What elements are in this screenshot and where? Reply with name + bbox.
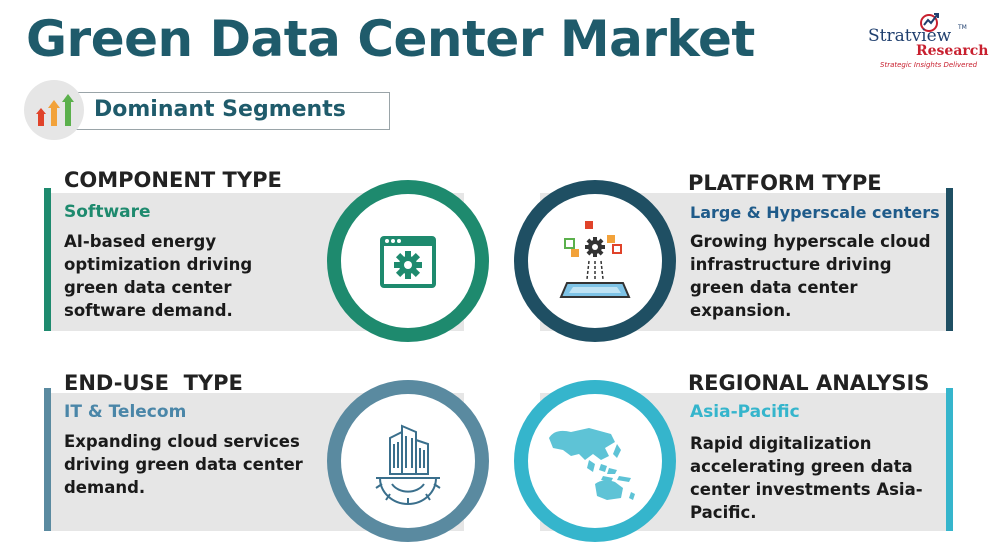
software-gear-window-icon: [380, 236, 436, 288]
buildings-gear-icon: [375, 424, 441, 505]
platform-heading: PLATFORM TYPE: [688, 171, 882, 195]
platform-icon-ring: [514, 180, 676, 342]
regional-description: Rapid digitalization accelerating green …: [690, 434, 923, 522]
regional-segment: Asia-Pacific: [690, 402, 800, 422]
component-accent-bar: [44, 188, 51, 331]
regional-accent-bar: [946, 388, 953, 531]
hyperscale-platform-icon: [559, 221, 631, 298]
regional-icon-ring: [514, 380, 676, 542]
regional-heading: REGIONAL ANALYSIS: [688, 371, 930, 395]
logo-line2: Research: [916, 43, 989, 59]
enduse-description: Expanding cloud services driving green d…: [64, 432, 303, 497]
growth-bars-icon: [36, 94, 74, 126]
component-segment: Software: [64, 202, 151, 222]
enduse-segment: IT & Telecom: [64, 402, 187, 422]
component-description: AI-based energy optimization driving gre…: [64, 232, 253, 320]
page-title: Green Data Center Market: [26, 10, 755, 68]
segments-badge-frame: [72, 92, 390, 130]
logo-trademark: TM: [958, 24, 967, 31]
platform-description: Growing hyperscale cloud infrastructure …: [690, 232, 931, 320]
component-heading: COMPONENT TYPE: [64, 168, 282, 192]
component-icon-ring: [327, 180, 489, 342]
platform-accent-bar: [946, 188, 953, 331]
enduse-accent-bar: [44, 388, 51, 531]
enduse-heading: END-USE TYPE: [64, 371, 243, 395]
logo-tagline: Strategic Insights Delivered: [880, 61, 978, 69]
segments-badge-label: Dominant Segments: [94, 97, 346, 122]
logo-globe-icon: [920, 13, 939, 32]
asia-pacific-map-icon: [549, 428, 635, 500]
logo-line1: Stratview: [868, 26, 952, 46]
platform-segment: Large & Hyperscale centers: [690, 203, 940, 222]
enduse-icon-ring: [327, 380, 489, 542]
stratview-logo: Stratview TM Research Strategic Insights…: [868, 12, 988, 72]
segments-badge-circle: [24, 80, 84, 140]
